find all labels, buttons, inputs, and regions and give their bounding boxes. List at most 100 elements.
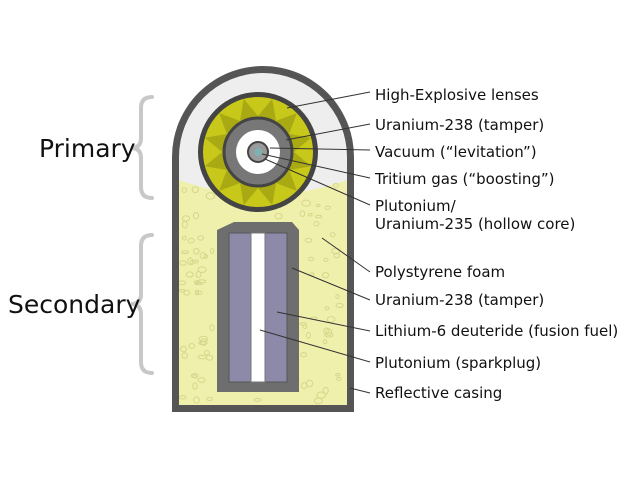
label-plutonium-sparkplug: Plutonium (sparkplug): [375, 354, 541, 372]
foam-bubble: [307, 213, 313, 217]
foam-bubble: [179, 280, 187, 286]
foam-bubble: [304, 237, 313, 243]
foam-bubble: [196, 279, 207, 284]
foam-bubble: [193, 212, 200, 220]
foam-bubble: [274, 212, 283, 220]
foam-bubble: [336, 376, 342, 381]
explosive-lens-segment: [204, 152, 227, 170]
label-tritium-gas: Tritium gas (“boosting”): [374, 170, 555, 188]
leader-uranium-secondary: [291, 267, 371, 301]
leader-vacuum: [269, 147, 371, 151]
label-vacuum: Vacuum (“levitation”): [375, 143, 537, 161]
leader-lines: [259, 91, 371, 394]
primary-assembly: [198, 92, 318, 212]
foam-bubble: [191, 186, 199, 194]
leader-sparkplug: [259, 329, 371, 363]
foam-bubble: [300, 352, 308, 358]
foam-bubble: [198, 335, 209, 342]
explosive-lens-segment: [289, 152, 312, 170]
foam-bubble: [301, 199, 312, 207]
foam-bubble: [305, 332, 311, 339]
foam-bubble: [299, 210, 306, 218]
label-uranium-tamper-primary: Uranium-238 (tamper): [375, 116, 544, 134]
foam-bubble: [335, 294, 340, 300]
label-lithium-deuteride: Lithium-6 deuteride (fusion fuel): [375, 322, 618, 340]
foam-bubble: [199, 252, 207, 260]
explosive-lens-segment: [258, 98, 276, 121]
foam-bubble: [335, 302, 344, 308]
foam-bubble: [179, 260, 187, 266]
secondary-bracket: [130, 233, 154, 375]
foam-bubble: [180, 345, 187, 353]
foam-bubble: [313, 221, 320, 227]
foam-bubble: [210, 248, 215, 254]
foam-bubble: [299, 322, 307, 326]
label-reflective-casing: Reflective casing: [375, 384, 502, 402]
foam-bubble: [307, 256, 315, 262]
leader-foam: [321, 237, 371, 273]
foam-bubbles: [179, 183, 344, 405]
foam-bubble: [324, 205, 331, 211]
foam-bubble: [181, 352, 188, 359]
primary-bracket: [130, 95, 154, 200]
tritium-gas-shape: [254, 148, 262, 156]
label-hollow-core-line2: Uranium-235 (hollow core): [375, 215, 575, 233]
foam-bubble: [324, 306, 330, 311]
foam-bubble: [326, 316, 336, 323]
explosive-lens-segment: [240, 98, 258, 121]
foam-bubble: [194, 259, 199, 264]
foam-bubble: [322, 386, 329, 395]
foam-bubble: [193, 280, 200, 285]
explosive-lens-segment: [276, 113, 297, 134]
foam-bubble: [182, 220, 188, 229]
foam-bubble: [187, 237, 195, 244]
foam-bubble: [206, 396, 213, 402]
leader-tritium: [261, 153, 371, 179]
foam-bubble: [194, 289, 200, 296]
foam-bubble: [192, 374, 197, 379]
foam-bubble: [193, 248, 200, 255]
foam-bubble: [333, 183, 339, 188]
leader-high-explosive: [286, 91, 371, 109]
foam-bubble: [185, 271, 194, 278]
foam-bubble: [315, 214, 323, 219]
foam-bubble: [322, 272, 329, 279]
foam-bubble: [187, 257, 194, 266]
foam-bubble: [324, 332, 334, 338]
leader-casing: [349, 387, 371, 394]
foam-bubble: [300, 382, 308, 390]
label-uranium-tamper-secondary: Uranium-238 (tamper): [375, 291, 544, 309]
foam-bubble: [181, 250, 189, 254]
foam-bubble: [253, 397, 262, 402]
foam-bubble: [205, 354, 214, 361]
primary-label: Primary: [39, 134, 136, 163]
explosive-lens-segment: [276, 170, 297, 191]
foam-bubble: [315, 203, 321, 208]
explosive-lens-segment: [204, 134, 227, 152]
explosive-lens-segment: [219, 170, 240, 191]
label-polystyrene-foam: Polystyrene foam: [375, 263, 505, 281]
foam-bubble: [179, 395, 187, 400]
foam-bubble: [183, 289, 190, 296]
foam-bubble: [196, 290, 203, 295]
foam-bubble: [322, 339, 328, 345]
sparkplug-shape: [250, 232, 266, 383]
foam-bubble: [199, 338, 208, 346]
foam-bubble: [209, 324, 215, 332]
foam-bubble: [188, 343, 196, 349]
label-hollow-core-line1: Plutonium/: [375, 197, 457, 215]
foam-bubble: [313, 397, 323, 405]
foam-bubble: [197, 377, 206, 383]
secondary-label: Secondary: [8, 290, 141, 319]
foam-bubble: [181, 187, 188, 194]
foam-bubble: [329, 232, 336, 238]
label-high-explosive-lenses: High-Explosive lenses: [375, 86, 539, 104]
leader-lithium: [276, 311, 371, 332]
explosive-lens-segment: [219, 113, 240, 134]
explosive-lens-segment: [258, 183, 276, 206]
foam-bubble: [195, 271, 202, 278]
foam-bubble: [335, 373, 341, 377]
foam-bubble: [323, 257, 329, 262]
explosive-lens-segment: [240, 183, 258, 206]
